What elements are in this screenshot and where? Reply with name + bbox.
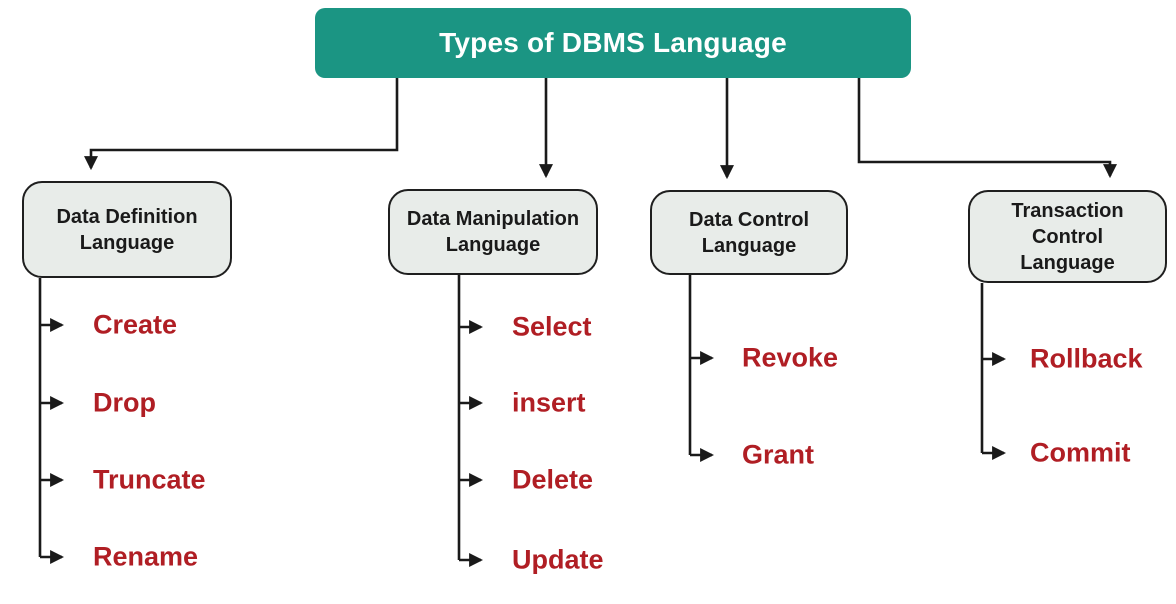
- leaf-update: Update: [512, 544, 604, 575]
- node-data-definition-language: Data Definition Language: [22, 181, 232, 278]
- leaf-rollback: Rollback: [1030, 343, 1143, 374]
- node-label: Data Control Language: [689, 208, 809, 257]
- leaf-commit: Commit: [1030, 437, 1131, 468]
- leaf-delete: Delete: [512, 464, 594, 495]
- leaf-rename: Rename: [93, 541, 199, 572]
- leaf-select: Select: [512, 311, 592, 342]
- diagram-title-text: Types of DBMS Language: [439, 27, 787, 58]
- node-data-control-language: Data Control Language: [650, 190, 848, 275]
- leaf-insert: insert: [512, 387, 586, 418]
- node-data-manipulation-language: Data Manipulation Language: [388, 189, 598, 275]
- leaf-revoke: Revoke: [742, 342, 839, 373]
- leaf-drop: Drop: [93, 387, 156, 418]
- node-label: Data Manipulation Language: [406, 208, 580, 256]
- connector-header-to-tcl: [857, 78, 1117, 179]
- node-label: Transaction Control Language: [1011, 199, 1124, 274]
- leaf-grant: Grant: [742, 439, 815, 470]
- node-transaction-control-language: Transaction Control Language: [968, 190, 1167, 283]
- connector-header-to-ddl: [84, 78, 399, 171]
- leaf-create: Create: [93, 309, 178, 340]
- diagram-title: Types of DBMS Language: [315, 8, 911, 78]
- node-label: Data Definition Language: [56, 205, 198, 254]
- leaf-truncate: Truncate: [93, 464, 206, 495]
